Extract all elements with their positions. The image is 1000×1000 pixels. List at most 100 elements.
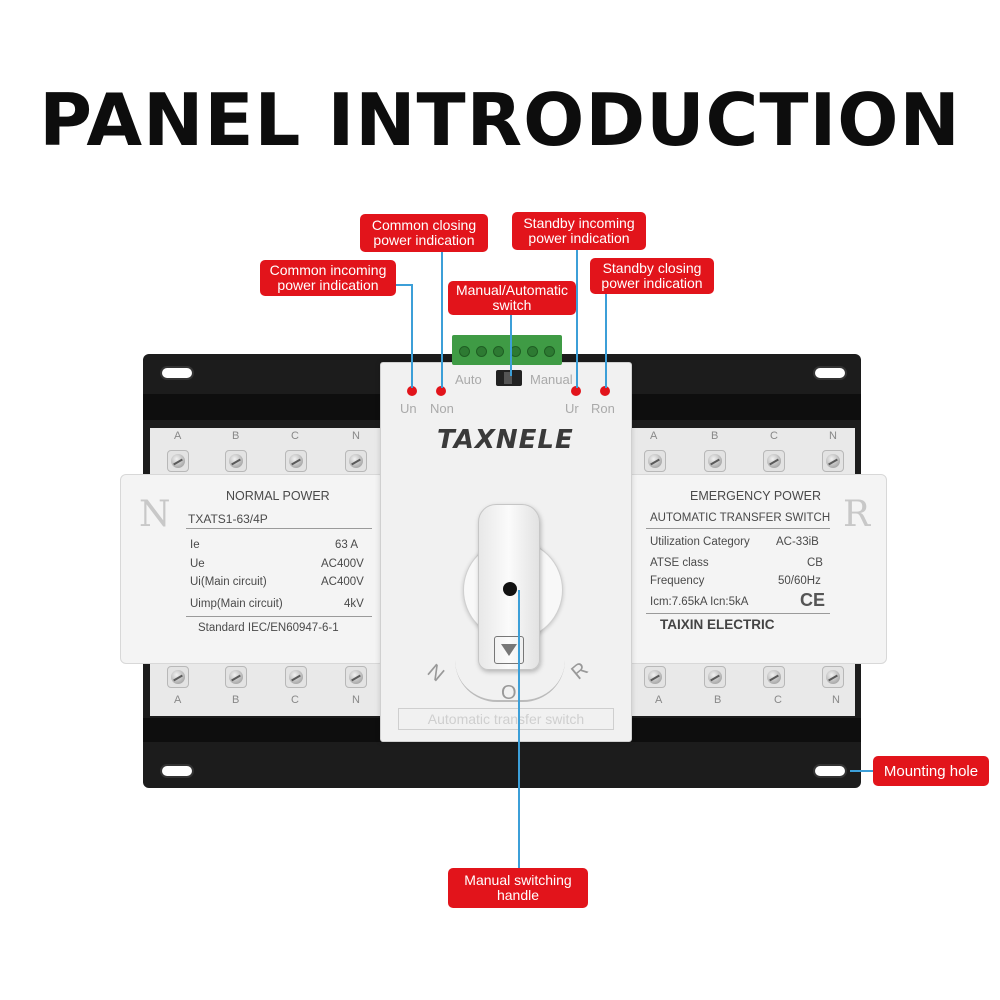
callout-common-closing: Common closing power indication — [360, 214, 488, 252]
indicator-ur-label: Ur — [565, 401, 579, 416]
phase-n-bottom-left: N — [352, 694, 360, 706]
indicator-ur-lamp — [571, 386, 581, 396]
phase-c-bottom-right: C — [774, 694, 782, 706]
phase-b-top-left: B — [232, 430, 240, 442]
terminal-screw — [476, 346, 487, 357]
terminal-screw — [345, 666, 367, 688]
phase-b-top-right: B — [711, 430, 719, 442]
mounting-hole-bottom-right — [813, 764, 847, 778]
indicator-un-lamp — [407, 386, 417, 396]
icm-rating: Icm:7.65kA Icn:5kA — [650, 596, 749, 608]
leader-mounting-hole — [850, 770, 874, 772]
leader-common-incoming — [411, 284, 413, 388]
left-module-body — [120, 474, 385, 664]
terminal-screw — [704, 666, 726, 688]
manual-label: Manual — [530, 372, 573, 387]
spec-ue-key: Ue — [190, 558, 205, 570]
callout-manual-auto: Manual/Automatic switch — [448, 281, 576, 315]
terminal-screw — [459, 346, 470, 357]
emergency-power-heading: EMERGENCY POWER — [690, 489, 822, 503]
leader-standby-incoming — [576, 250, 578, 388]
spec-utilization-key: Utilization Category — [650, 536, 750, 548]
side-r-label: R — [843, 494, 871, 535]
phase-b-bottom-right: B — [714, 694, 722, 706]
spec-ue-value: AC400V — [321, 558, 364, 570]
phase-b-bottom-left: B — [232, 694, 240, 706]
callout-manual-handle: Manual switching handle — [448, 868, 588, 908]
spec-ie-value: 63 A — [335, 539, 359, 551]
phase-n-top-left: N — [352, 430, 360, 442]
phase-a-top-left: A — [174, 430, 182, 442]
ats-subheading: AUTOMATIC TRANSFER SWITCH — [650, 512, 831, 524]
left-plate-divider — [186, 616, 372, 617]
maker-name: TAIXIN ELECTRIC — [660, 617, 775, 632]
control-terminal-block — [452, 335, 562, 365]
terminal-screw — [704, 450, 726, 472]
phase-a-top-right: A — [650, 430, 658, 442]
leader-handle — [518, 590, 520, 868]
terminal-screw — [644, 450, 666, 472]
terminal-screw — [285, 450, 307, 472]
mounting-hole-top-left — [160, 366, 194, 380]
terminal-screw — [644, 666, 666, 688]
right-plate-divider — [646, 613, 830, 614]
spec-atse-key: ATSE class — [650, 557, 709, 569]
spec-ie-key: Ie — [190, 539, 200, 551]
terminal-screw — [225, 666, 247, 688]
phase-c-top-right: C — [770, 430, 778, 442]
right-module-body — [625, 474, 887, 664]
indicator-ron-label: Ron — [591, 401, 615, 416]
bottom-label-plate: Automatic transfer switch — [398, 708, 614, 730]
phase-a-bottom-right: A — [655, 694, 663, 706]
spec-uimp-key: Uimp(Main circuit) — [190, 598, 283, 610]
callout-common-incoming: Common incoming power indication — [260, 260, 396, 296]
terminal-screw — [225, 450, 247, 472]
terminal-screw — [544, 346, 555, 357]
terminal-screw — [763, 450, 785, 472]
side-n-label: N — [139, 494, 171, 535]
bottom-label-text: Automatic transfer switch — [427, 711, 585, 727]
terminal-screw — [822, 450, 844, 472]
terminal-screw — [822, 666, 844, 688]
position-arc — [455, 660, 565, 702]
terminal-screw — [167, 666, 189, 688]
leader-common-closing — [441, 252, 443, 388]
mounting-hole-top-right — [813, 366, 847, 380]
spec-frequency-key: Frequency — [650, 575, 705, 587]
ce-mark-icon: CE — [800, 590, 826, 610]
leader-manual-auto — [510, 314, 512, 376]
callout-standby-incoming: Standby incoming power indication — [512, 212, 646, 250]
normal-power-heading: NORMAL POWER — [226, 489, 330, 503]
spec-frequency-value: 50/60Hz — [778, 575, 821, 587]
phase-a-bottom-left: A — [174, 694, 182, 706]
callout-standby-closing: Standby closing power indication — [590, 258, 714, 294]
indicator-non-label: Non — [430, 401, 454, 416]
manual-switching-handle[interactable] — [478, 504, 540, 670]
page-title: PANEL INTRODUCTION — [39, 78, 961, 162]
spec-utilization-value: AC-33iB — [776, 536, 819, 548]
indicator-non-lamp — [436, 386, 446, 396]
terminal-screw — [527, 346, 538, 357]
spec-ui-key: Ui(Main circuit) — [190, 576, 267, 588]
terminal-screw — [493, 346, 504, 357]
spec-uimp-value: 4kV — [344, 598, 364, 610]
indicator-ron-lamp — [600, 386, 610, 396]
phase-c-top-left: C — [291, 430, 299, 442]
indicator-un-label: Un — [400, 401, 417, 416]
brand-logo: TAXNELE — [437, 425, 574, 455]
auto-label: Auto — [455, 372, 482, 387]
terminal-screw — [763, 666, 785, 688]
phase-n-top-right: N — [829, 430, 837, 442]
terminal-screw — [285, 666, 307, 688]
auto-manual-toggle[interactable] — [496, 370, 522, 386]
left-plate-divider — [186, 528, 372, 529]
phase-n-bottom-right: N — [832, 694, 840, 706]
standard-text: Standard IEC/EN60947-6-1 — [198, 622, 339, 634]
terminal-screw — [345, 450, 367, 472]
model-number: TXATS1-63/4P — [188, 512, 268, 526]
spec-ui-value: AC400V — [321, 576, 364, 588]
callout-mounting-hole: Mounting hole — [873, 756, 989, 786]
spec-atse-value: CB — [807, 557, 823, 569]
mounting-hole-bottom-left — [160, 764, 194, 778]
